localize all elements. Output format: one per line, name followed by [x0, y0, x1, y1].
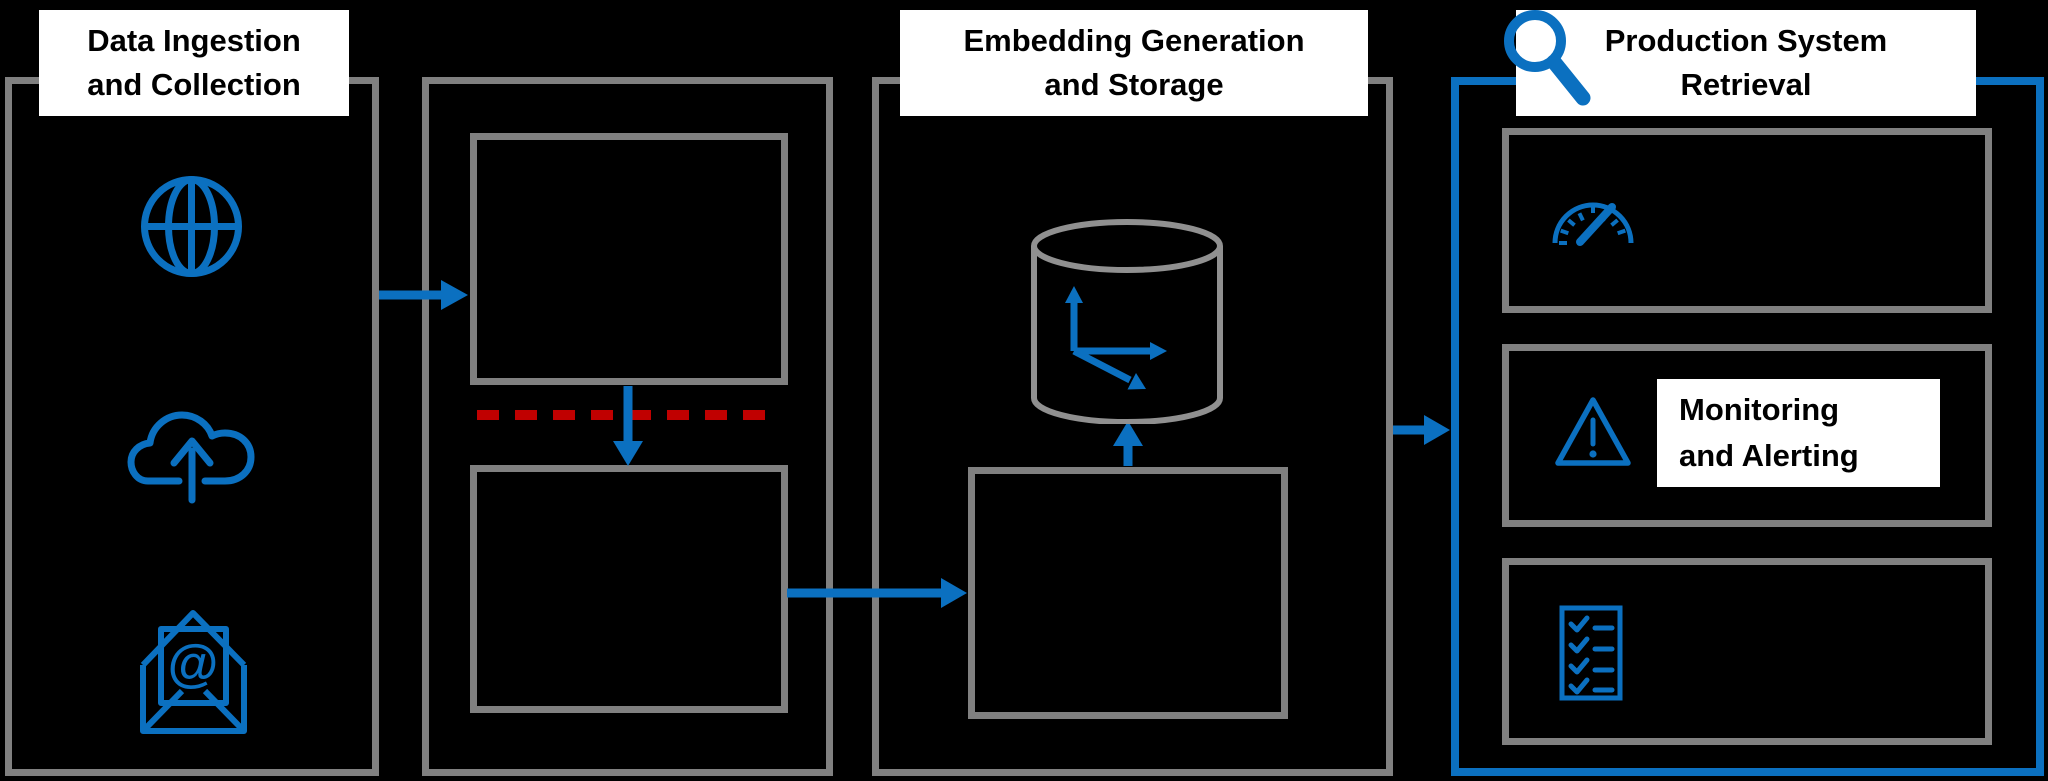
cloud-upload-icon	[127, 401, 258, 504]
processing-top-box	[470, 133, 788, 385]
embedding-bottom-box	[968, 467, 1288, 719]
label-line: Retrieval	[1680, 67, 1812, 102]
label-line: and Alerting	[1679, 438, 1859, 473]
production-evaluation-box	[1502, 558, 1992, 745]
label-embedding: Embedding Generation and Storage	[900, 10, 1368, 116]
vector-database-icon	[1030, 218, 1224, 424]
label-line: and Collection	[87, 67, 301, 102]
label-line: Production System	[1604, 22, 1888, 58]
label-monitoring-alerting: Monitoring and Alerting	[1657, 379, 1940, 487]
processing-bottom-box	[470, 465, 788, 713]
label-data-ingestion: Data Ingestion and Collection	[39, 10, 349, 116]
label-line: Monitoring	[1679, 391, 1840, 427]
warning-triangle-icon	[1551, 393, 1635, 471]
speedometer-icon	[1549, 192, 1637, 246]
checklist-icon	[1559, 605, 1623, 701]
magnifier-icon	[1494, 4, 1598, 108]
label-line: Data Ingestion	[87, 22, 301, 58]
production-latency-box	[1502, 128, 1992, 313]
label-line: and Storage	[1044, 67, 1224, 102]
email-open-icon: @	[137, 605, 250, 737]
globe-icon	[140, 175, 243, 278]
label-line: Embedding Generation	[963, 22, 1305, 58]
label-production: Production System Retrieval	[1516, 10, 1976, 116]
panel-processing	[422, 77, 833, 776]
svg-text:@: @	[168, 635, 219, 693]
production-monitoring-box	[1502, 344, 1992, 527]
